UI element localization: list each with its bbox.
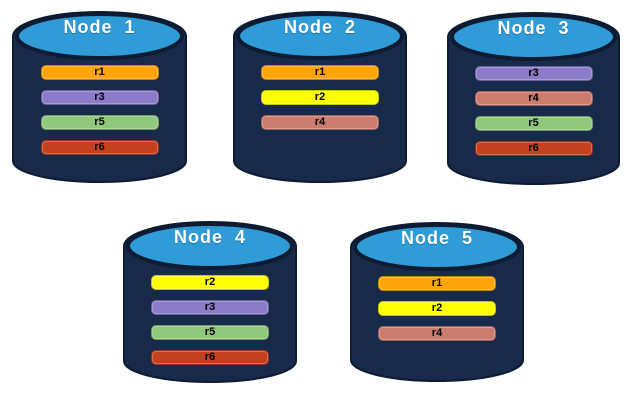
replica-bar-r3: r3	[40, 90, 159, 105]
node-title: Node 5	[400, 228, 473, 248]
replica-bar-r3: r3	[151, 300, 269, 315]
replica-bar-r4: r4	[474, 91, 593, 106]
replica-bar-list: r1 r3 r5 r6	[40, 65, 159, 155]
replica-bar-list: r2 r3 r5 r6	[151, 275, 269, 365]
node-title: Node 1	[63, 17, 136, 37]
cylinder-top-ellipse	[450, 13, 617, 61]
replica-bar-r2: r2	[151, 275, 269, 290]
cylinder-top-ellipse	[126, 222, 294, 270]
replica-bar-r4: r4	[261, 115, 379, 130]
replica-bar-r2: r2	[378, 301, 496, 316]
node-title: Node 2	[283, 17, 356, 37]
replica-bar-r1: r1	[40, 65, 159, 80]
replica-bar-r5: r5	[40, 115, 159, 130]
node-cylinder-4: Node 4 r2 r3 r5 r6	[122, 218, 298, 384]
replica-bar-r6: r6	[151, 350, 269, 365]
node-cylinder-2: Node 2 r1 r2 r4	[232, 8, 408, 184]
replica-bar-r3: r3	[474, 66, 593, 81]
replica-bar-r5: r5	[151, 325, 269, 340]
node-cylinder-1: Node 1 r1 r3 r5 r6	[11, 8, 188, 184]
replica-bar-r1: r1	[261, 65, 379, 80]
replica-bar-list: r3 r4 r5 r6	[474, 66, 593, 156]
node-title: Node 4	[173, 227, 246, 247]
replica-bar-r6: r6	[40, 140, 159, 155]
node-cylinder-3: Node 3 r3 r4 r5 r6	[446, 9, 621, 186]
cylinder-top-ellipse	[353, 223, 521, 271]
replica-bar-r2: r2	[261, 90, 379, 105]
cylinder-top-ellipse	[15, 12, 184, 60]
replica-bar-list: r1 r2 r4	[261, 65, 379, 130]
replica-bar-r5: r5	[474, 116, 593, 131]
replica-bar-r1: r1	[378, 276, 496, 291]
replica-bar-list: r1 r2 r4	[378, 276, 496, 341]
cylinder-top-ellipse	[236, 12, 404, 60]
node-cylinder-5: Node 5 r1 r2 r4	[349, 219, 525, 383]
replica-bar-r4: r4	[378, 326, 496, 341]
node-title: Node 3	[497, 18, 570, 38]
replica-bar-r6: r6	[474, 141, 593, 156]
